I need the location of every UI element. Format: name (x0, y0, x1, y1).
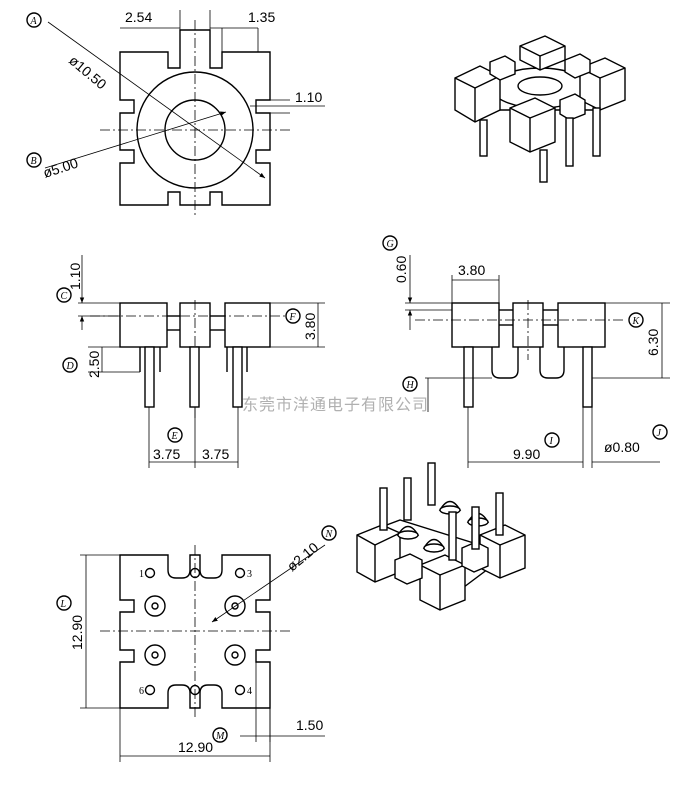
dim-side-6-30: 6.30 (645, 329, 661, 356)
dim-front-3-75-left: 3.75 (153, 446, 180, 462)
top-view: 2.54 1.35 1.10 A B ø10.50 ø5.00 (26, 9, 325, 215)
side-view: 0.60 G 3.80 6.30 K H 9.90 ø0.80 I J (382, 235, 670, 468)
top-view-outline (119, 29, 271, 206)
dim-front-2-50: 2.50 (86, 351, 102, 378)
dim-dia-5-00: ø5.00 (41, 155, 80, 181)
tag-d: D (66, 361, 75, 372)
tag-f: F (289, 312, 297, 323)
tag-e: E (171, 431, 178, 442)
bottom-view: 1 3 6 4 ø2.10 N 12.90 L 12.90 M 1.50 (56, 525, 337, 762)
tag-n: N (325, 529, 334, 540)
tag-h: H (406, 380, 415, 391)
dim-side-0-60: 0.60 (393, 256, 409, 283)
tag-a-circle (26, 12, 42, 28)
tag-b: B (31, 156, 37, 167)
tag-b-circle (26, 152, 42, 168)
dim-bottom-height: 12.90 (69, 615, 85, 650)
pin-number-4: 4 (247, 686, 252, 697)
tag-m: M (215, 731, 225, 742)
pin-number-1: 1 (139, 569, 144, 580)
tag-k: K (632, 316, 641, 327)
tag-l: L (60, 599, 67, 610)
pin-number-3: 3 (247, 569, 252, 580)
watermark-text: 东莞市洋通电子有限公司 (242, 395, 429, 414)
tag-c: C (61, 291, 68, 302)
dim-front-3-75-right: 3.75 (202, 446, 229, 462)
tag-j: J (657, 428, 662, 439)
pin-number-6: 6 (139, 686, 144, 697)
front-view: 1.10 C 2.50 D 3.80 F 3.75 3.75 E (56, 255, 325, 468)
dim-1-10-slot: 1.10 (295, 89, 322, 105)
dim-hole-2-10: ø2.10 (284, 539, 322, 574)
dim-bottom-1-50: 1.50 (296, 717, 323, 733)
tag-g: G (387, 239, 394, 250)
dim-front-3-80: 3.80 (302, 313, 318, 340)
dim-bottom-width: 12.90 (178, 739, 213, 755)
dim-1-35: 1.35 (248, 9, 275, 25)
isometric-view-bottom (356, 462, 526, 611)
dim-side-pin-0-80: ø0.80 (604, 439, 640, 455)
isometric-view-top (454, 35, 626, 183)
dim-2-54: 2.54 (125, 9, 152, 25)
leader-b (44, 111, 227, 169)
dim-side-3-80: 3.80 (458, 262, 485, 278)
dim-dia-10-50: ø10.50 (66, 52, 110, 92)
tag-a: A (30, 16, 38, 27)
dim-front-1-10: 1.10 (67, 263, 83, 290)
dim-side-9-90: 9.90 (513, 446, 540, 462)
leader-a (47, 21, 266, 179)
tag-i: I (549, 436, 554, 447)
